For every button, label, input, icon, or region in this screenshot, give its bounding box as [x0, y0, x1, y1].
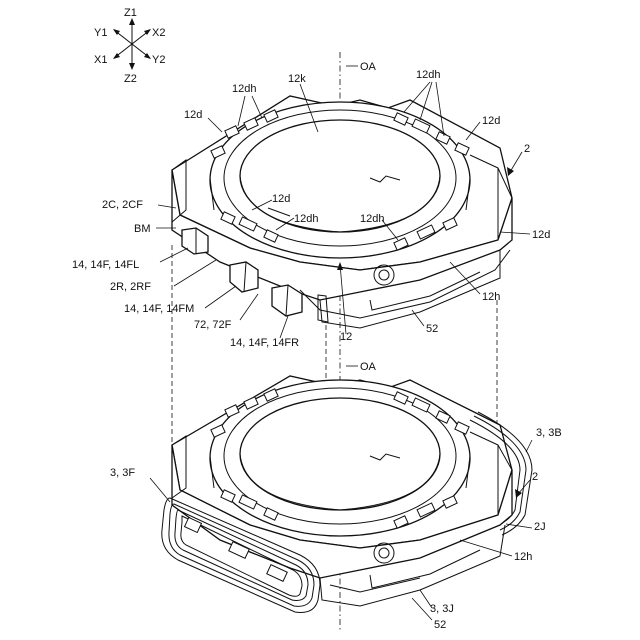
label-2r-2rf: 2R, 2RF	[110, 281, 151, 293]
label-12d-left: 12d	[184, 109, 202, 121]
axis-y1-label: Y1	[94, 27, 107, 39]
axis-x1-label: X1	[94, 54, 107, 66]
label-2-bottom: 2	[532, 471, 538, 483]
axis-y2-label: Y2	[152, 54, 165, 66]
label-12d-right: 12d	[482, 115, 500, 127]
label-14fm: 14, 14F, 14FM	[124, 303, 194, 315]
label-52-top: 52	[426, 323, 438, 335]
axis-x2-label: X2	[152, 27, 165, 39]
label-12dh-lower: 12dh	[360, 213, 384, 225]
upper-module	[172, 96, 512, 328]
label-2c-2cf: 2C, 2CF	[102, 199, 143, 211]
upper-lens-opening	[240, 120, 440, 232]
label-2j: 2J	[534, 521, 546, 533]
label-52-bottom: 52	[434, 619, 446, 631]
label-3-3b: 3, 3B	[536, 427, 562, 439]
label-12d-mid: 12d	[272, 193, 290, 205]
label-12h-bottom: 12h	[514, 551, 532, 563]
label-oa-bottom: OA	[360, 361, 377, 373]
label-12h-top: 12h	[482, 291, 500, 303]
label-12dh-mid: 12dh	[294, 213, 318, 225]
axis-indicator: Z1 Z2 Y1 X2 X1 Y2	[94, 7, 165, 85]
label-2-top: 2	[524, 143, 530, 155]
label-12k: 12k	[288, 73, 306, 85]
axis-z1-label: Z1	[124, 7, 137, 19]
label-12dh-top: 12dh	[232, 83, 256, 95]
label-12: 12	[340, 331, 352, 343]
label-12d-lower: 12d	[532, 229, 550, 241]
label-bm: BM	[134, 223, 151, 235]
label-14fr: 14, 14F, 14FR	[230, 337, 299, 349]
lower-module	[162, 376, 532, 613]
label-14fl: 14, 14F, 14FL	[72, 259, 139, 271]
label-oa-top: OA	[360, 61, 377, 73]
axis-z2-label: Z2	[124, 73, 137, 85]
label-72-72f: 72, 72F	[194, 319, 232, 331]
label-3-3f: 3, 3F	[110, 467, 135, 479]
label-3-3j: 3, 3J	[430, 603, 454, 615]
label-12dh-right: 12dh	[416, 69, 440, 81]
